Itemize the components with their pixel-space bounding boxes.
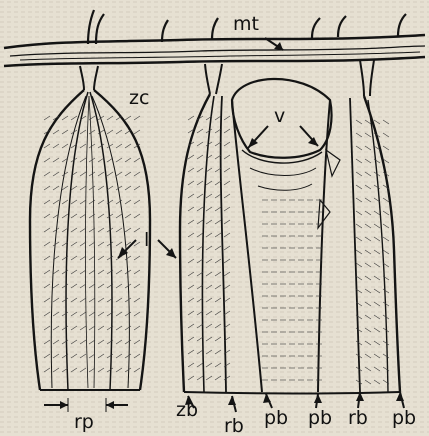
label-rb-left: rb [224, 415, 244, 436]
label-rb-right: rb [348, 407, 368, 429]
label-l: l [144, 229, 149, 251]
label-v: v [274, 105, 285, 127]
label-pb-far: pb [392, 407, 416, 429]
label-zc: zc [129, 87, 149, 109]
label-pb-left: pb [264, 407, 288, 429]
label-zb: zb [176, 399, 198, 421]
label-rp: rp [74, 411, 94, 433]
label-mt: mt [233, 13, 259, 35]
label-pb-right: pb [308, 407, 332, 429]
